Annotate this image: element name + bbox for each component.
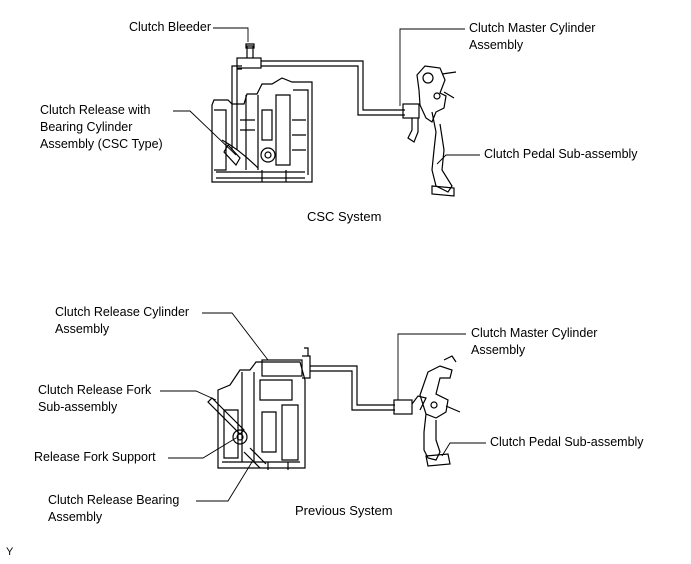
corner-mark: Y — [6, 546, 14, 558]
label-previous-pedal: Clutch Pedal Sub-assembly — [490, 435, 644, 449]
previous-release-cylinder-drawing — [261, 347, 311, 379]
label-release-cylinder: Clutch Release Cylinder Assembly — [55, 305, 190, 336]
label-release-bearing: Clutch Release Bearing Assembly — [48, 493, 180, 524]
label-clutch-bleeder: Clutch Bleeder — [129, 20, 211, 34]
previous-hydraulic-line — [310, 365, 395, 411]
caption-previous-system: Previous System — [295, 503, 393, 518]
label-release-fork-support: Release Fork Support — [34, 450, 156, 464]
caption-csc-system: CSC System — [307, 209, 382, 224]
label-csc-pedal: Clutch Pedal Sub-assembly — [484, 147, 638, 161]
label-previous-master-cylinder: Clutch Master Cylinder Assembly — [471, 326, 598, 357]
csc-transmission-drawing — [211, 77, 313, 183]
label-csc-release-bearing-cylinder: Clutch Release with Bearing Cylinder Ass… — [40, 103, 163, 151]
leader-lines — [160, 27, 486, 502]
label-release-fork: Clutch Release Fork Sub-assembly — [38, 383, 152, 414]
csc-hydraulic-line — [231, 43, 405, 150]
label-csc-master-cylinder: Clutch Master Cylinder Assembly — [469, 21, 596, 52]
previous-transmission-drawing — [207, 361, 306, 470]
previous-pedal-drawing — [393, 355, 461, 467]
csc-pedal-drawing — [402, 65, 457, 197]
